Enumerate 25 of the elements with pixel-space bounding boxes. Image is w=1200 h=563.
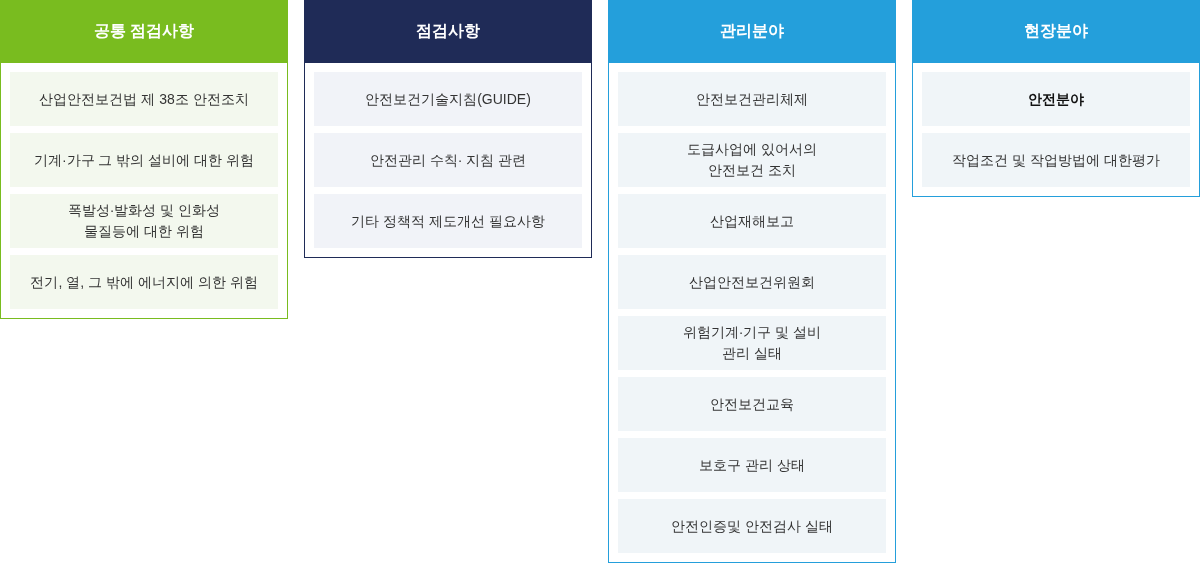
category-panel [304, 0, 592, 258]
category-panel [912, 0, 1200, 197]
item-text: 위험기계·기구 및 설비 관리 실태 [681, 323, 823, 363]
item-text: 보호구 관리 상태 [699, 455, 805, 475]
item-text: 기타 정책적 제도개선 필요사항 [351, 211, 545, 231]
item-text: 전기, 열, 그 밖에 에너지에 의한 위험 [30, 272, 258, 292]
category-panel [0, 0, 288, 319]
item-text: 산업재해보고 [710, 211, 794, 231]
panel-header: 현장분야 [912, 0, 1200, 63]
item-text: 폭발성·발화성 및 인화성 물질등에 대한 위험 [66, 201, 222, 241]
item-text: 안전보건기술지침(GUIDE) [365, 89, 531, 109]
panel-header: 점검사항 [304, 0, 592, 63]
category-panel [608, 0, 896, 563]
item-text: 안전분야 [1028, 89, 1084, 109]
item-text: 산업안전보건위원회 [689, 272, 815, 292]
item-text: 기계·가구 그 밖의 설비에 대한 위험 [33, 150, 255, 170]
item-text: 산업안전보건법 제 38조 안전조치 [39, 89, 249, 109]
item-text: 작업조건 및 작업방법에 대한평가 [952, 150, 1160, 170]
item-text: 안전보건교육 [710, 394, 794, 414]
item-text: 도급사업에 있어서의 안전보건 조치 [686, 140, 818, 180]
item-text: 안전보건관리체제 [696, 89, 808, 109]
item-text: 안전관리 수칙· 지침 관련 [369, 150, 527, 170]
panel-header: 공통 점검사항 [0, 0, 288, 63]
item-text: 안전인증및 안전검사 실태 [671, 516, 833, 536]
panel-header: 관리분야 [608, 0, 896, 63]
